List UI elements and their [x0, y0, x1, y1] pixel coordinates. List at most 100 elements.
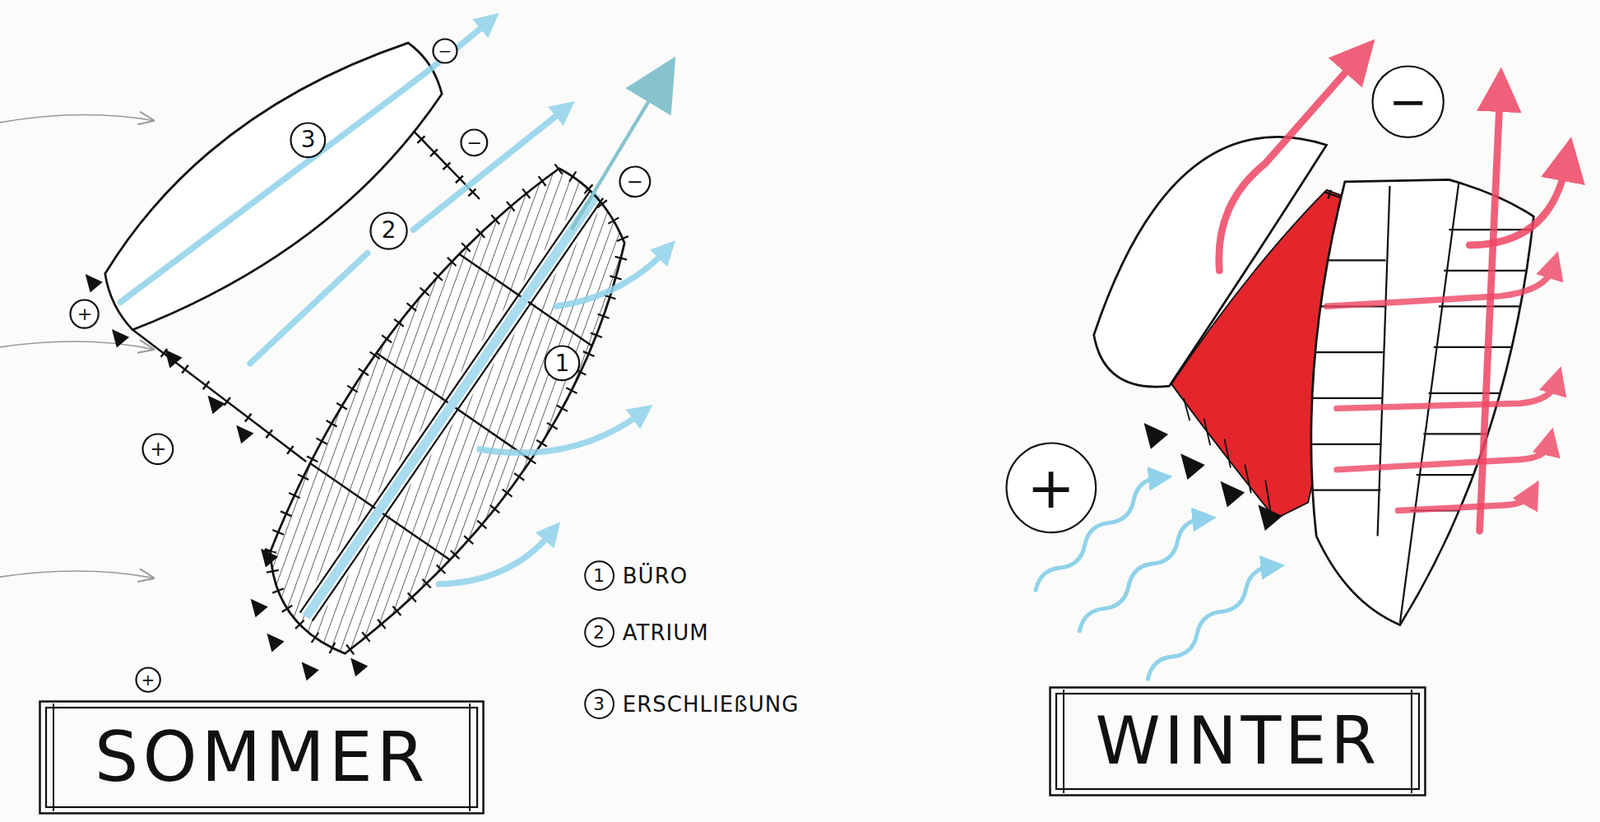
shading-fin — [260, 627, 285, 652]
callout-number: 1 — [555, 352, 571, 376]
shading-fin — [230, 419, 255, 444]
air-flow — [571, 83, 660, 230]
frame-line — [1062, 689, 1065, 794]
legend-entry: 1 BÜRO — [584, 560, 689, 591]
callout-number: 3 — [289, 121, 327, 159]
frame-line — [1410, 689, 1413, 794]
shading-fin — [201, 389, 226, 414]
legend-badge: 1 — [584, 560, 615, 591]
shading-fin — [1249, 496, 1283, 530]
winter-sketch — [1035, 59, 1567, 679]
pressure-sign: + — [134, 666, 162, 693]
legend-badge: 3 — [584, 688, 615, 719]
wind-arrow — [0, 341, 154, 349]
callout-number: 3 — [301, 128, 316, 152]
solar-radiation — [1079, 518, 1202, 631]
shading-fin — [158, 343, 183, 368]
season-title: SOMMER — [94, 722, 429, 792]
season-title: SOMMER — [38, 700, 485, 815]
pressure-sign: + — [149, 439, 167, 460]
office-outline — [270, 168, 625, 654]
warm-air-flow — [1336, 382, 1557, 409]
floor-line — [1306, 443, 1383, 446]
callout-number: 1 — [593, 566, 605, 585]
callout-number: 2 — [369, 211, 409, 251]
corridor-wall — [1400, 179, 1460, 623]
callout-number: 2 — [381, 218, 397, 242]
corridor — [306, 194, 598, 617]
legend-text: ERSCHLIEßUNG — [622, 693, 800, 715]
frame-line — [468, 703, 471, 812]
callout-number: 2 — [593, 623, 605, 642]
air-flow — [556, 250, 666, 307]
pressure-sign: + — [140, 671, 155, 688]
shading-fin — [105, 324, 130, 348]
air-flow — [438, 533, 551, 585]
circle-outline — [70, 300, 99, 329]
air-flow — [412, 110, 563, 230]
callout-number: 3 — [593, 695, 605, 714]
shading-fin — [1211, 473, 1245, 507]
legend-entry: 2 ATRIUM — [584, 616, 710, 648]
corridor-wall — [1377, 185, 1391, 537]
warm-air-flow — [1469, 163, 1567, 246]
air-flow — [120, 22, 488, 302]
circle-outline — [135, 667, 160, 692]
summer-sketch — [0, 22, 666, 681]
glazing-marks — [1183, 398, 1271, 511]
legend-text: ATRIUM — [622, 621, 710, 644]
frame-line — [52, 703, 55, 812]
frame-outer — [40, 700, 484, 813]
wind-arrow — [0, 115, 154, 123]
circle-outline — [584, 618, 614, 648]
shading-fins — [78, 268, 368, 682]
warm-air-flow — [1326, 267, 1554, 307]
pressure-sign: − — [467, 134, 483, 153]
opening-marks — [162, 352, 296, 455]
season-title: WINTER — [1094, 708, 1380, 775]
wind-arrow — [0, 570, 154, 578]
pressure-sign: − — [431, 37, 459, 65]
office-hatching — [245, 153, 654, 674]
pressure-sign: − — [437, 42, 452, 60]
atrium-edge — [132, 329, 307, 462]
circle-outline — [584, 561, 614, 590]
pressure-sign: + — [141, 432, 175, 466]
warm-air-flow — [1479, 93, 1501, 531]
circle-outline — [371, 212, 408, 249]
legend-text: BÜRO — [622, 565, 689, 587]
shading-fin — [344, 652, 369, 677]
air-flow — [479, 413, 641, 454]
circle-outline — [545, 346, 580, 381]
floor-line — [1306, 397, 1383, 399]
floor-line — [1416, 473, 1541, 476]
callout-number: 1 — [543, 344, 581, 382]
shading-fins — [1135, 415, 1283, 531]
shading-fin — [254, 542, 279, 567]
floor-line — [1306, 351, 1384, 353]
office-volume — [270, 168, 625, 654]
warm-air-flow — [1397, 495, 1531, 511]
pressure-sign: − — [626, 171, 643, 192]
circle-outline — [584, 689, 614, 719]
hatch-fill — [245, 153, 654, 674]
floor-line — [1306, 259, 1387, 261]
pressure-sign: − — [459, 128, 489, 158]
shading-fin — [1135, 415, 1169, 449]
pressure-sign: + — [1005, 441, 1098, 534]
pressure-sign: + — [1026, 459, 1076, 517]
air-flow — [306, 194, 598, 617]
circle-outline — [1006, 443, 1096, 534]
shading-fin — [1172, 445, 1206, 479]
season-title: WINTER — [1048, 686, 1427, 797]
pressure-sign: − — [1371, 64, 1445, 139]
pressure-sign: + — [77, 305, 93, 324]
pressure-sign: − — [1388, 78, 1428, 126]
warm-air-flow — [1336, 444, 1549, 470]
frame-inner — [1056, 693, 1420, 789]
circle-outline — [291, 122, 326, 158]
frame-outer — [1050, 686, 1426, 795]
shading-fin — [295, 656, 320, 681]
pressure-sign: + — [69, 298, 100, 330]
